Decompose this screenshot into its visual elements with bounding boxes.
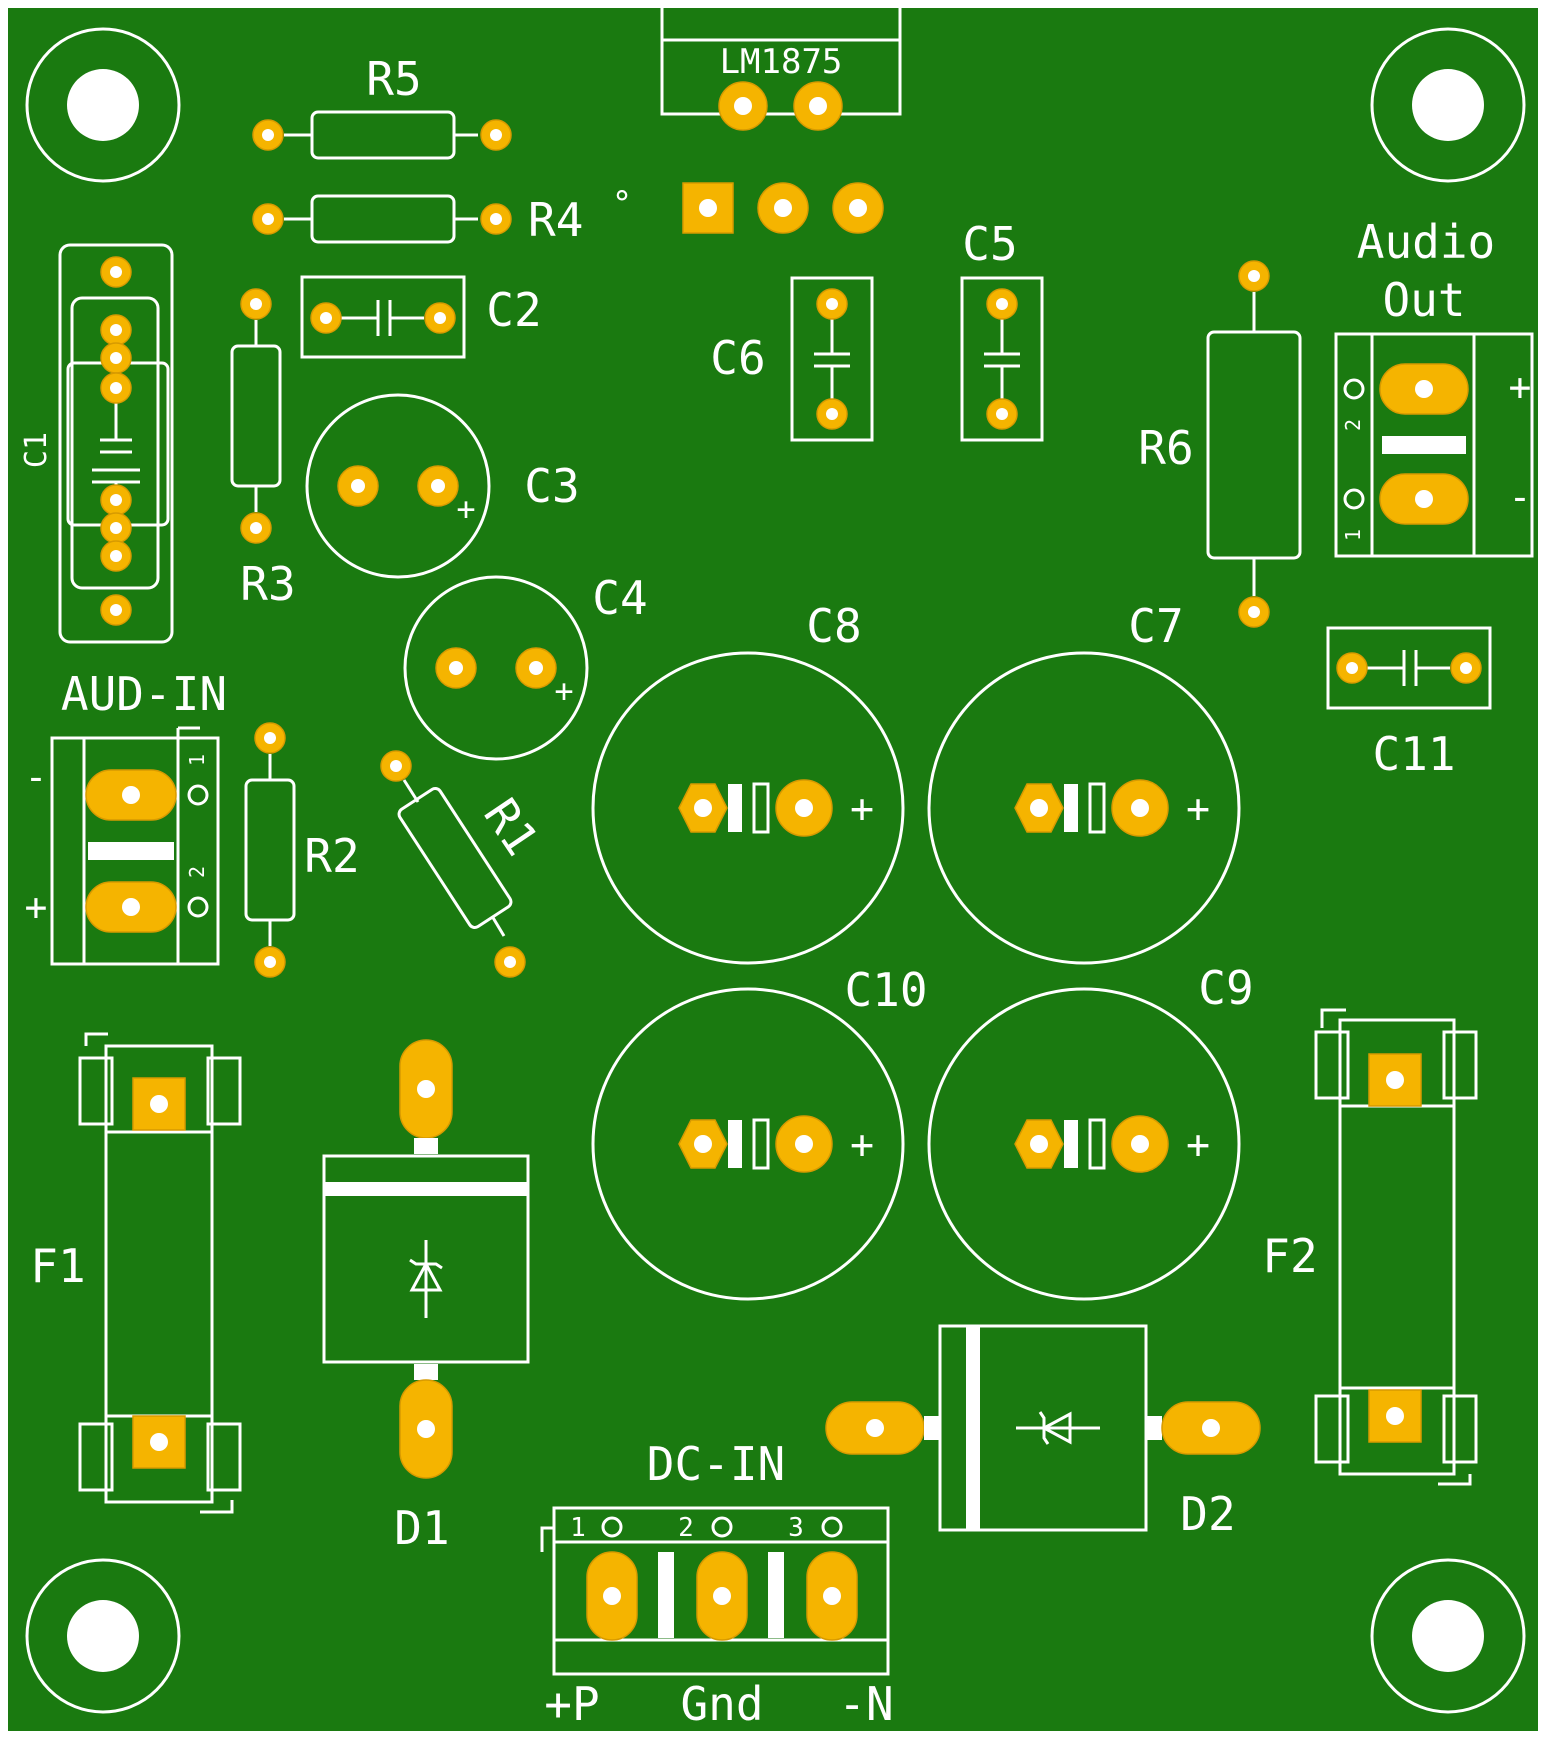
audio-out-pin1: 1 xyxy=(1341,529,1365,541)
c5-label: C5 xyxy=(962,217,1017,271)
c9-plus: + xyxy=(1186,1122,1210,1168)
d1-label: D1 xyxy=(394,1501,449,1555)
c9-label: C9 xyxy=(1198,961,1253,1015)
audio-out-label-1: Audio xyxy=(1357,215,1495,269)
mounting-hole-bottom-left xyxy=(25,1558,181,1714)
c10-label: C10 xyxy=(844,963,927,1017)
pin1-mark: ° xyxy=(612,184,632,224)
f1-label: F1 xyxy=(30,1239,85,1293)
dc-pin3: 3 xyxy=(788,1513,804,1543)
aud-in-minus: - xyxy=(25,755,48,799)
resistor-r2: R2 xyxy=(244,722,360,978)
ic-label: LM1875 xyxy=(720,42,843,82)
c4-plus: + xyxy=(554,672,573,710)
c7-label: C7 xyxy=(1128,599,1183,653)
r3-label: R3 xyxy=(240,557,295,611)
capacitor-c5: C5 xyxy=(960,217,1044,442)
aud-in-plus: + xyxy=(25,885,48,929)
aud-in-label: AUD-IN xyxy=(61,667,227,721)
c4-label: C4 xyxy=(592,571,647,625)
capacitor-c4: + C4 xyxy=(403,571,648,761)
diode-d1: D1 xyxy=(322,1039,530,1555)
capacitor-c3: + C3 xyxy=(305,393,580,579)
c8-label: C8 xyxy=(806,599,861,653)
c8-plus: + xyxy=(850,786,874,832)
capacitor-c1: C1 xyxy=(19,243,174,644)
dc-p-label: +P xyxy=(544,1677,599,1731)
connector-audio-out: Audio Out 2 1 + - xyxy=(1334,215,1534,558)
resistor-r4: R4 xyxy=(252,193,583,247)
mounting-hole-bottom-right xyxy=(1370,1558,1526,1714)
dc-n-label: -N xyxy=(838,1677,893,1731)
c11-label: C11 xyxy=(1372,727,1455,781)
c10-plus: + xyxy=(850,1122,874,1168)
resistor-r6: R6 xyxy=(1138,260,1302,628)
r5-label: R5 xyxy=(366,52,421,106)
c7-plus: + xyxy=(1186,786,1210,832)
capacitor-c7: + C7 xyxy=(927,599,1241,965)
r6-label: R6 xyxy=(1138,421,1193,475)
aud-in-pin2: 2 xyxy=(185,866,209,878)
fuse-f1: F1 xyxy=(30,1032,242,1514)
connector-dc-in: DC-IN 1 2 3 +P Gnd -N xyxy=(540,1437,894,1731)
ic-lm1875: LM1875 ° xyxy=(612,8,902,234)
audio-out-minus: - xyxy=(1509,475,1532,519)
capacitor-c9: + C9 xyxy=(927,961,1254,1301)
capacitor-c10: + C10 xyxy=(591,963,928,1301)
resistor-r3: R3 xyxy=(230,288,296,611)
audio-out-pin2: 2 xyxy=(1341,419,1365,431)
r4-label: R4 xyxy=(528,193,583,247)
c6-label: C6 xyxy=(710,331,765,385)
mounting-hole-top-right xyxy=(1370,27,1526,183)
d2-label: D2 xyxy=(1180,1487,1235,1541)
dc-pin1: 1 xyxy=(570,1513,586,1543)
mounting-hole-top-left xyxy=(25,27,181,183)
dc-pin2: 2 xyxy=(678,1513,694,1543)
connector-aud-in: AUD-IN 1 2 - + xyxy=(25,667,227,966)
dc-gnd-label: Gnd xyxy=(680,1677,763,1731)
c3-plus: + xyxy=(456,490,475,528)
audio-out-label-2: Out xyxy=(1382,273,1465,327)
resistor-r5: R5 xyxy=(252,52,512,160)
c3-label: C3 xyxy=(524,459,579,513)
c1-label: C1 xyxy=(19,432,54,468)
c2-label: C2 xyxy=(486,283,541,337)
dc-in-label: DC-IN xyxy=(647,1437,785,1491)
capacitor-c8: + C8 xyxy=(591,599,905,965)
fuse-f2: F2 xyxy=(1262,1008,1478,1486)
f2-label: F2 xyxy=(1262,1229,1317,1283)
aud-in-pin1: 1 xyxy=(185,754,209,766)
capacitor-c2: C2 xyxy=(300,275,542,359)
diode-d2: D2 xyxy=(825,1324,1261,1541)
capacitor-c11: C11 xyxy=(1326,626,1492,781)
audio-out-plus: + xyxy=(1509,365,1532,409)
r2-label: R2 xyxy=(304,829,359,883)
capacitor-c6: C6 xyxy=(710,276,874,442)
